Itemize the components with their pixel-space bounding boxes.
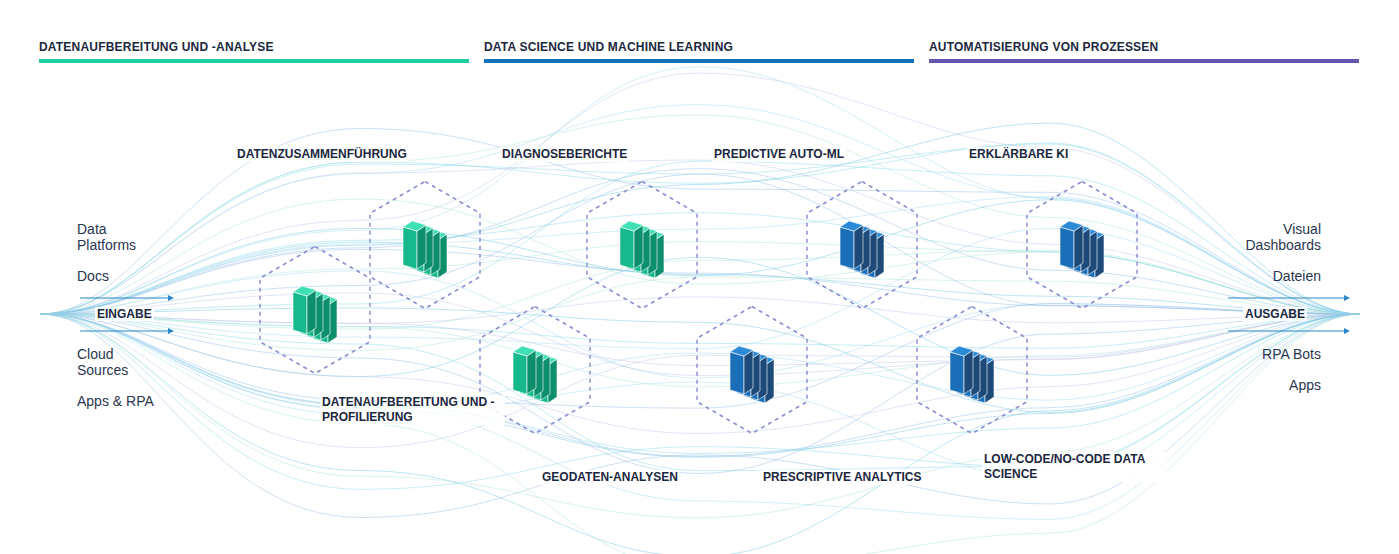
node-label: LOW-CODE/NO-CODE DATA SCIENCE [982,452,1167,482]
flow-line [40,314,1360,518]
cube-top [513,346,536,356]
flow-line [40,105,1360,314]
input-label: EINGABE [95,307,154,321]
output-target: RPA Bots [1221,346,1321,362]
node-label: PREDICTIVE AUTO-ML [712,147,846,162]
cube-slab [620,227,634,269]
flow-line [40,314,1360,366]
cube-side [854,225,863,269]
cube-side [744,350,753,394]
flow-line [40,115,1360,314]
flow-line [40,197,1360,315]
cube-slab [293,292,307,334]
flow-line [40,242,1360,314]
section-bar [39,59,469,63]
cube-side [417,225,426,269]
dashed-hexagon [1027,182,1137,309]
flow-line [40,213,1360,314]
node-label: DATENZUSAMMENFÜHRUNG [235,147,409,162]
output-target: Apps [1221,377,1321,393]
flow-line [40,258,1360,377]
section-heading: DATENAUFBEREITUNG UND -ANALYSE [39,40,274,54]
cube-side [634,225,643,269]
dashed-hexagon [807,182,917,309]
node-label: GEODATEN-ANALYSEN [540,470,680,485]
node-label: PRESCRIPTIVE ANALYTICS [761,470,923,485]
cube-side [527,350,536,394]
section-heading: DATA SCIENCE UND MACHINE LEARNING [484,40,733,54]
dashed-hexagon [697,307,807,434]
capability-node: PREDICTIVE AUTO-ML [712,144,846,162]
flow-line [40,314,1360,554]
flow-line [40,249,1360,314]
flow-line [40,123,1360,314]
flow-line [40,314,1360,434]
cube-slab [840,227,854,269]
cube-slab [1060,227,1074,269]
flow-line [40,169,1360,314]
capability-node: DATENAUFBEREITUNG UND -PROFILIERUNG [320,395,505,425]
input-source: Docs [77,268,157,284]
output-target: Dateien [1221,268,1321,284]
cube-side [307,290,316,334]
cube-top [840,221,863,231]
flow-line [40,314,1360,473]
cube-top [730,346,753,356]
output-target: Visual Dashboards [1221,221,1321,253]
capability-node: LOW-CODE/NO-CODE DATA SCIENCE [982,452,1167,482]
flow-line [40,314,1360,518]
flow-line [40,174,1360,314]
capability-node: GEODATEN-ANALYSEN [540,467,680,485]
flow-line [40,314,1360,519]
node-label: ERKLÄRBARE KI [967,147,1070,162]
dashed-hexagon [917,307,1027,434]
flow-line [40,314,1360,554]
flow-line [40,308,1360,413]
node-label: DIAGNOSEBERICHTE [500,147,629,162]
flow-line [40,242,1360,314]
flow-line [40,314,1360,387]
cube-side [964,350,973,394]
capability-node: ERKLÄRBARE KI [967,144,1070,162]
cube-top [620,221,643,231]
flow-line [40,314,1360,454]
output-label: AUSGABE [1243,307,1307,321]
flow-line [40,229,1360,349]
section-heading: AUTOMATISIERUNG VON PROZESSEN [929,40,1158,54]
flow-line [40,160,1360,314]
flow-line [40,73,1360,314]
cube-top [403,221,426,231]
cube-slab [403,227,417,269]
capability-node: DATENZUSAMMENFÜHRUNG [235,144,409,162]
section-bar [484,59,914,63]
cube-side [1074,225,1083,269]
node-label: DATENAUFBEREITUNG UND -PROFILIERUNG [320,395,505,425]
input-source: Data Platforms [77,221,157,253]
flow-line [40,314,1360,489]
dashed-hexagon [260,247,370,374]
flow-line [40,129,1360,315]
capability-node: DIAGNOSEBERICHTE [500,144,629,162]
flow-line [40,277,1360,350]
capability-node: PRESCRIPTIVE ANALYTICS [761,467,923,485]
cube-top [293,286,316,296]
cube-slab [950,352,964,394]
cube-slab [513,352,527,394]
flow-line [40,314,1360,348]
cube-slab [730,352,744,394]
flow-line [40,161,1360,314]
dashed-hexagon [587,182,697,309]
section-bar [929,59,1359,63]
input-source: Cloud Sources [77,346,147,378]
dashed-hexagon [370,182,480,309]
input-source: Apps & RPA [77,393,177,409]
cube-top [1060,221,1083,231]
cube-top [950,346,973,356]
